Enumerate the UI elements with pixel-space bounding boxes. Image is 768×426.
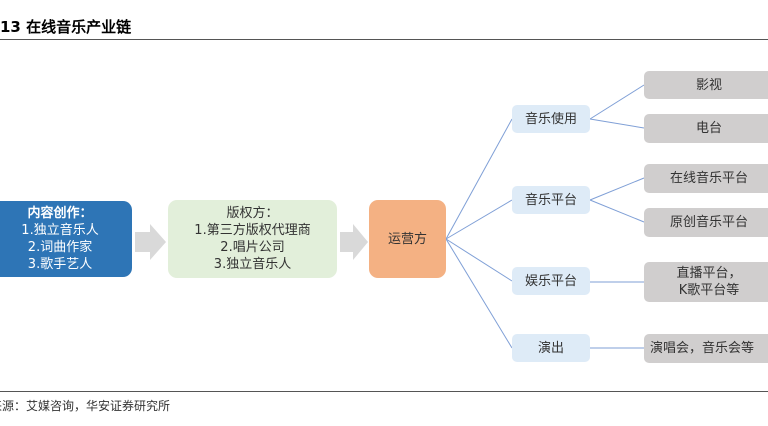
arrow-2 [340, 224, 368, 260]
top-divider [0, 39, 768, 40]
channel-label: 音乐平台 [524, 192, 577, 208]
bottom-divider [0, 391, 768, 392]
channel-music-usage: 音乐使用 [512, 105, 590, 133]
creator-heading: 内容创作： [27, 206, 93, 221]
source-note: 来源：艾媒咨询，华安证券研究所 [0, 399, 171, 413]
outlet-label: 电台 [695, 121, 722, 136]
content-creator-box: 内容创作： 1.独立音乐人 2.词曲作家 3.歌手艺人 [0, 201, 132, 277]
outlet-label: 在线音乐平台 [669, 171, 748, 186]
outlet-film-tv: 影视 [644, 71, 768, 99]
outlet-label: K歌平台等 [678, 283, 740, 298]
channel-performance: 演出 [512, 334, 590, 362]
rights-heading: 版权方： [226, 206, 279, 221]
arrow-1 [135, 224, 166, 260]
outlet-label: 直播平台， [676, 266, 742, 281]
outlet-radio: 电台 [644, 114, 768, 143]
outlet-label: 影视 [695, 77, 722, 93]
outlet-online-music-platform: 在线音乐平台 [644, 164, 768, 193]
creator-item: 1.独立音乐人 [21, 223, 99, 238]
operator-box: 运营方 [369, 200, 446, 278]
rights-item: 3.独立音乐人 [213, 257, 292, 272]
figure-title: 13 在线音乐产业链 [0, 18, 132, 36]
channel-music-platform: 音乐平台 [512, 186, 590, 214]
operator-label: 运营方 [387, 231, 427, 247]
outlet-live-karaoke: 直播平台， K歌平台等 [644, 262, 768, 302]
channel-label: 音乐使用 [524, 111, 577, 127]
rights-item: 2.唱片公司 [220, 240, 285, 255]
outlet-label: 原创音乐平台 [669, 215, 748, 230]
creator-item: 3.歌手艺人 [27, 257, 93, 272]
channel-label: 娱乐平台 [524, 273, 577, 289]
channel-entertainment-platform: 娱乐平台 [512, 267, 590, 295]
channel-label: 演出 [537, 340, 564, 356]
outlet-concerts: 演唱会，音乐会等 [644, 334, 768, 363]
rights-holder-box: 版权方： 1.第三方版权代理商 2.唱片公司 3.独立音乐人 [168, 200, 337, 278]
rights-item: 1.第三方版权代理商 [194, 223, 311, 238]
creator-item: 2.词曲作家 [27, 240, 93, 255]
outlet-label: 演唱会，音乐会等 [650, 341, 755, 356]
outlet-original-music-platform: 原创音乐平台 [644, 208, 768, 237]
